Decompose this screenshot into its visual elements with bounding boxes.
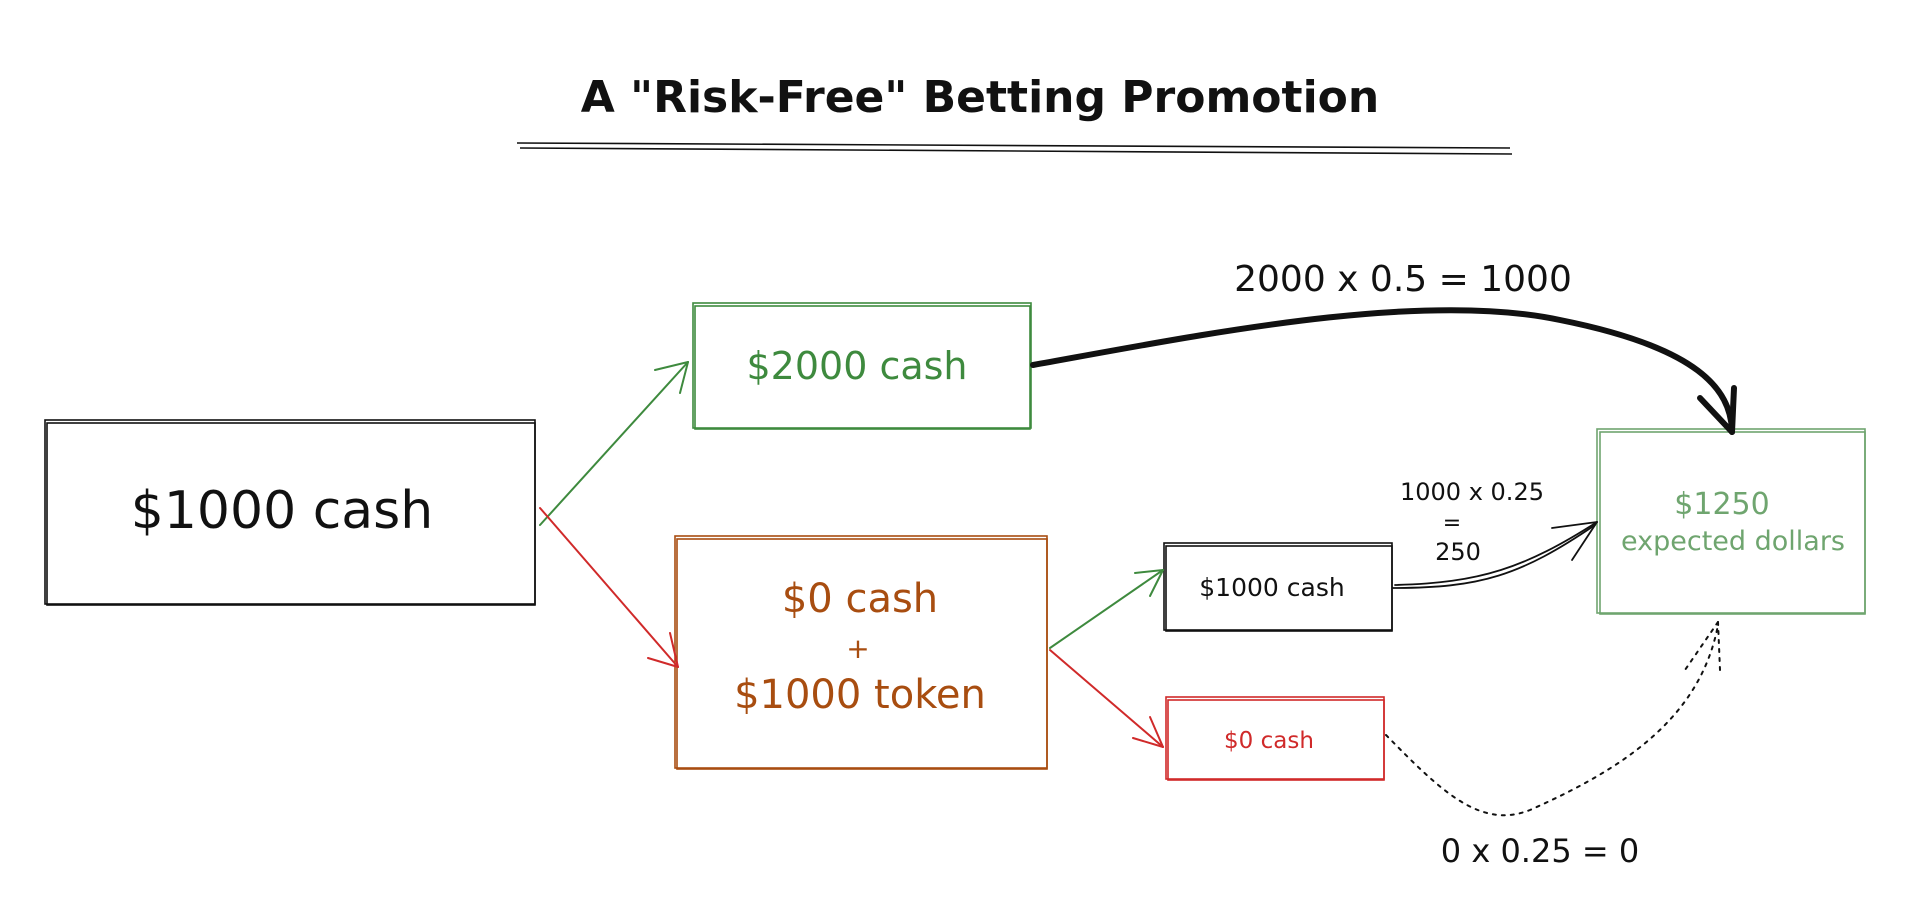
result-box-line2: expected dollars: [1621, 526, 1845, 557]
lose-box-line1: $0 cash: [782, 576, 938, 622]
arrow-lose-to-token-win: [1049, 569, 1164, 649]
token-win-calc-line1: 1000 x 0.25: [1400, 478, 1544, 506]
result-box: $1250 expected dollars: [1596, 428, 1866, 615]
diagram-title: A "Risk-Free" Betting Promotion: [581, 72, 1379, 123]
arrow-token-lose-to-result: [1385, 621, 1721, 817]
result-box-line1: $1250: [1674, 487, 1769, 522]
arrow-lose-to-token-lose: [1049, 649, 1164, 748]
token-win-box-label: $1000 cash: [1199, 573, 1344, 602]
win-box-label: $2000 cash: [746, 344, 967, 388]
token-win-box: $1000 cash: [1163, 542, 1393, 632]
win-box: $2000 cash: [692, 302, 1032, 430]
start-box-label: $1000 cash: [131, 481, 433, 541]
arrow-win-to-result: [1030, 307, 1737, 435]
title-underline: [516, 142, 1513, 155]
token-win-calc-line3: 250: [1435, 538, 1481, 566]
lose-box: $0 cash + $1000 token: [674, 535, 1048, 770]
token-lose-calc-label: 0 x 0.25 = 0: [1441, 832, 1639, 870]
start-box: $1000 cash: [44, 419, 536, 606]
token-lose-box-label: $0 cash: [1224, 728, 1314, 754]
win-calc-label: 2000 x 0.5 = 1000: [1234, 259, 1572, 300]
arrow-token-win-to-result: [1392, 521, 1598, 589]
arrow-start-to-win: [539, 361, 689, 526]
lose-box-line2: +: [846, 632, 869, 665]
token-win-calc-line2: =: [1443, 511, 1461, 536]
lose-box-line3: $1000 token: [734, 672, 986, 718]
token-lose-box: $0 cash: [1165, 696, 1385, 781]
arrow-start-to-lose: [539, 507, 679, 668]
